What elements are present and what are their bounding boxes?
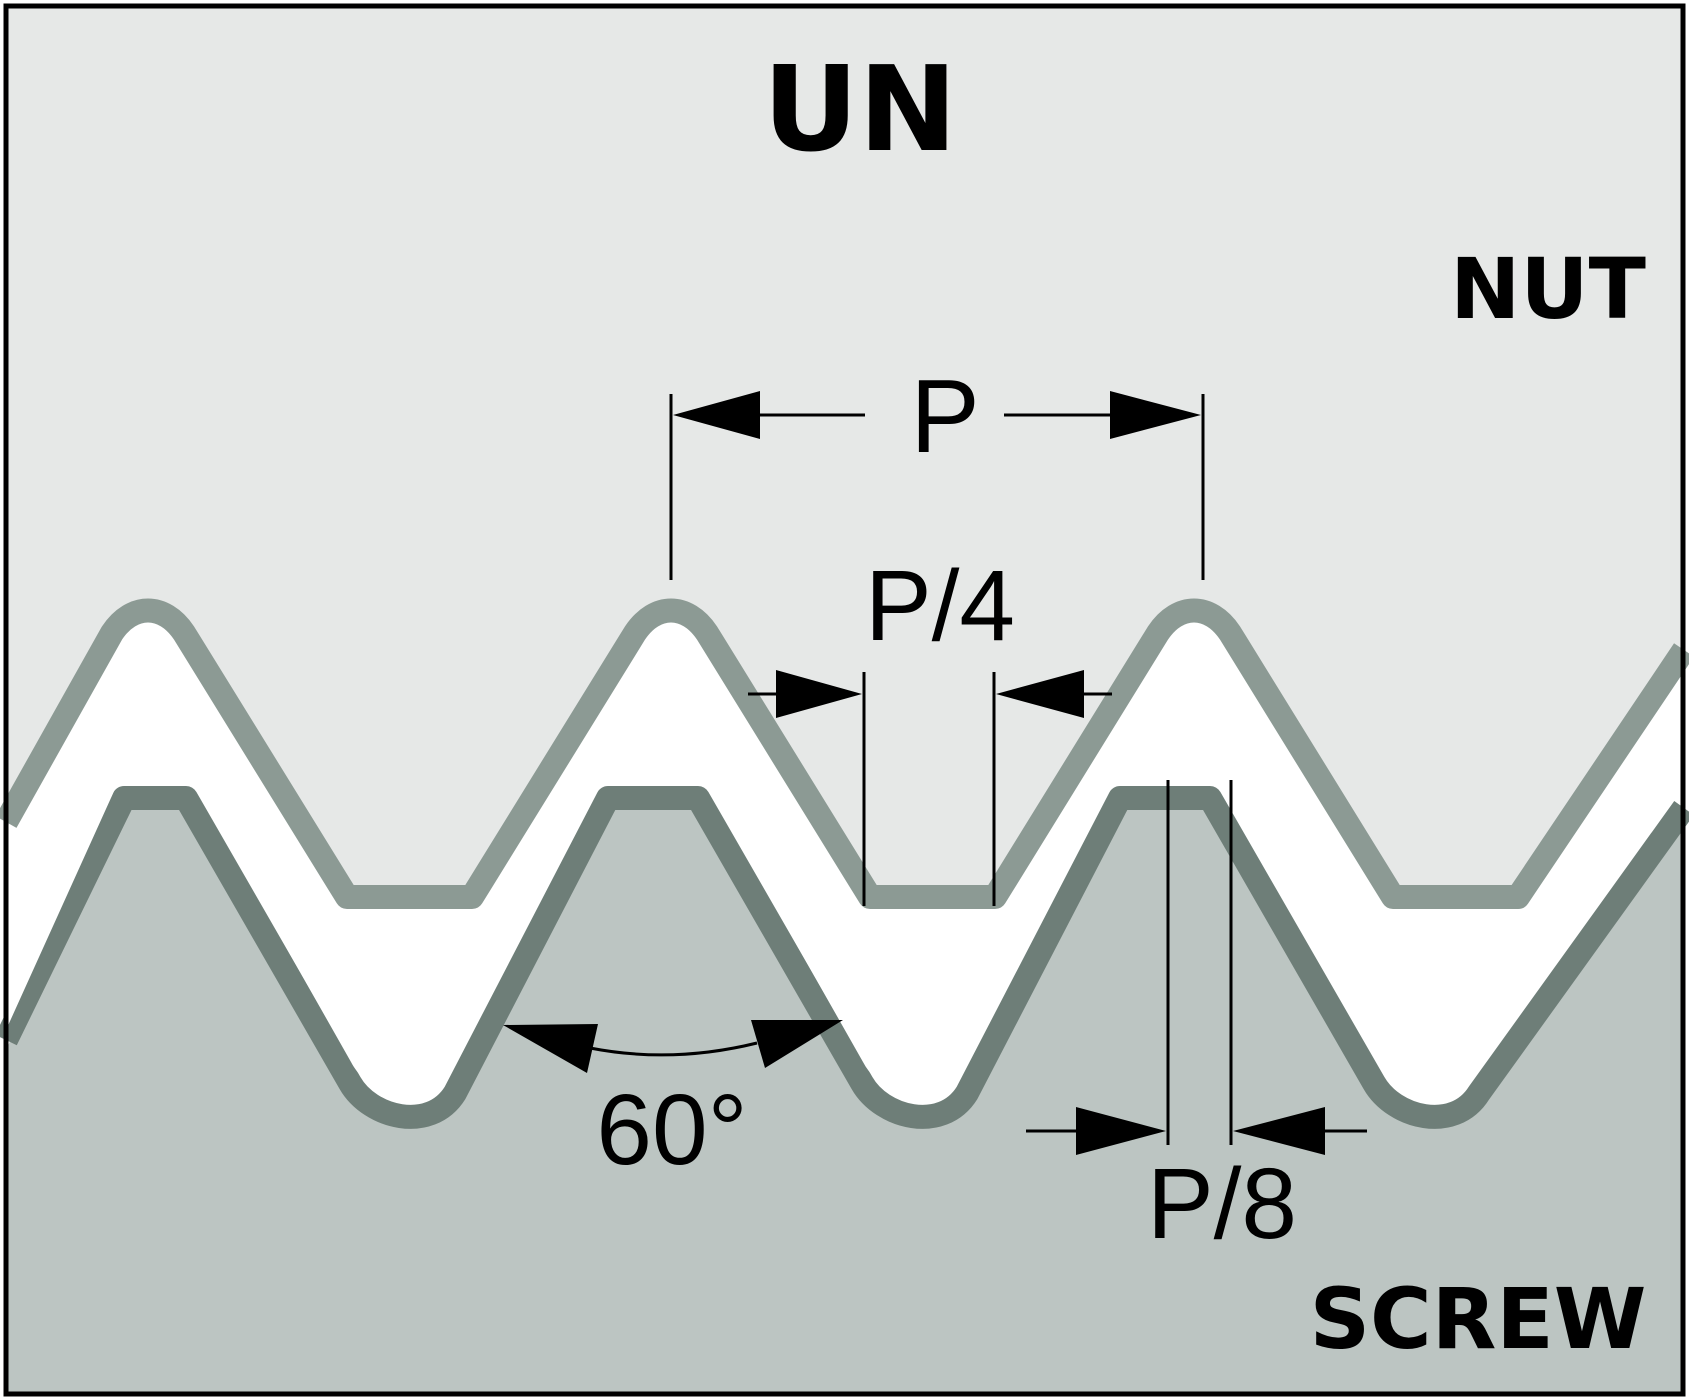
screw-label: SCREW bbox=[1310, 1270, 1647, 1368]
thread-angle-label: 60° bbox=[596, 1074, 747, 1186]
screw-thread-edge bbox=[0, 786, 1689, 1129]
eighth-pitch-arrow-left bbox=[1076, 1107, 1166, 1155]
quarter-pitch-label: P/4 bbox=[865, 550, 1015, 662]
thread-angle-arc bbox=[589, 1041, 758, 1057]
thread-angle-arrow-left bbox=[503, 1024, 598, 1073]
pitch-dimension: P bbox=[669, 359, 1205, 580]
diagram-title: UN bbox=[763, 40, 958, 178]
screw-region bbox=[6, 790, 1684, 1394]
eighth-pitch-arrow-right bbox=[1233, 1107, 1325, 1155]
pitch-label: P bbox=[910, 359, 979, 475]
nut-thread-edge bbox=[0, 598, 1689, 909]
quarter-pitch-arrow-left bbox=[776, 670, 862, 718]
quarter-pitch-arrow-right bbox=[996, 670, 1084, 718]
eighth-pitch-label: P/8 bbox=[1147, 1148, 1297, 1260]
pitch-arrow-left bbox=[673, 391, 760, 439]
thread-angle-dimension: 60° bbox=[503, 1020, 843, 1186]
diagram-frame bbox=[3, 3, 1686, 1397]
thread-angle-arrow-right bbox=[751, 1020, 843, 1068]
thread-clearance-gap bbox=[6, 632, 1684, 1096]
nut-label: NUT bbox=[1450, 240, 1646, 338]
eighth-pitch-dimension: P/8 bbox=[1026, 780, 1367, 1260]
pitch-arrow-right bbox=[1110, 391, 1201, 439]
quarter-pitch-dimension: P/4 bbox=[748, 550, 1112, 906]
